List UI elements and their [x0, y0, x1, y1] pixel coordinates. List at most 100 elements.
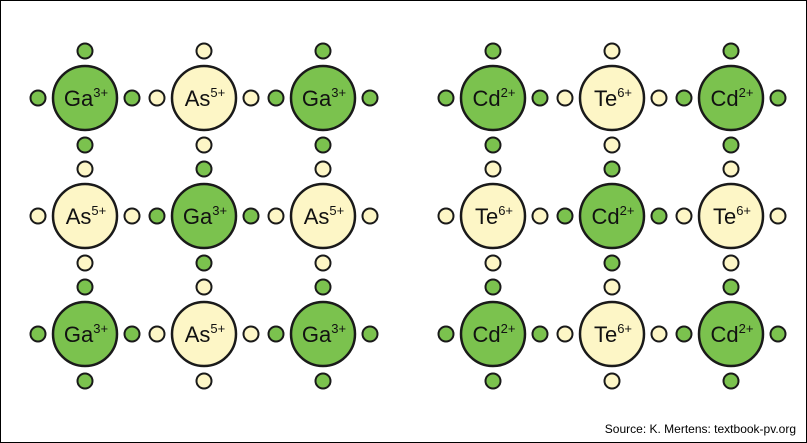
electron-dot	[603, 136, 621, 154]
ion-charge: 3+	[93, 85, 108, 100]
electron-dot	[603, 372, 621, 390]
ion-charge: 2+	[739, 85, 754, 100]
ion-symbol: As	[304, 204, 330, 229]
ion-symbol: Ga	[302, 86, 332, 111]
electron-dot	[29, 207, 47, 225]
cation-atom	[289, 64, 357, 132]
electron-dot	[361, 89, 379, 107]
cation-atom	[459, 64, 527, 132]
ion-charge: 3+	[331, 321, 346, 336]
electron-dot	[76, 254, 94, 272]
electron-dot	[484, 136, 502, 154]
ion-label: As5+	[185, 321, 226, 347]
cation-atom	[578, 182, 646, 250]
ion-symbol: Ga	[64, 86, 94, 111]
ion-symbol: Te	[594, 86, 617, 111]
electron-dot	[437, 325, 455, 343]
ion-symbol: Te	[475, 204, 498, 229]
cation-atom	[289, 300, 357, 368]
ion-symbol: Cd	[473, 86, 501, 111]
ion-charge: 5+	[329, 203, 344, 218]
electron-dot	[76, 372, 94, 390]
ion-label: Cd2+	[473, 85, 516, 111]
electron-dot	[195, 42, 213, 60]
electron-dot	[484, 278, 502, 296]
ion-label: Cd2+	[592, 203, 635, 229]
source-credit: Source: K. Mertens: textbook-pv.org	[604, 422, 796, 436]
electron-dot	[603, 278, 621, 296]
electron-dot	[675, 89, 693, 107]
ion-label: Cd2+	[473, 321, 516, 347]
anion-atom	[170, 300, 238, 368]
electron-dot	[675, 207, 693, 225]
ion-charge: 6+	[617, 85, 632, 100]
electron-dot	[123, 207, 141, 225]
electron-dot	[242, 325, 260, 343]
ion-charge: 2+	[620, 203, 635, 218]
ion-charge: 6+	[617, 321, 632, 336]
electron-dot	[195, 136, 213, 154]
ion-charge: 5+	[91, 203, 106, 218]
electron-dot	[314, 160, 332, 178]
electron-dot	[195, 160, 213, 178]
ion-charge: 3+	[93, 321, 108, 336]
electron-dot	[484, 254, 502, 272]
electron-dot	[195, 372, 213, 390]
electron-dot	[267, 89, 285, 107]
ion-symbol: As	[185, 86, 211, 111]
ion-symbol: As	[66, 204, 92, 229]
ion-label: Te6+	[713, 203, 751, 229]
electron-dot	[76, 160, 94, 178]
electron-dot	[722, 254, 740, 272]
cation-atom	[697, 64, 765, 132]
ion-symbol: Ga	[183, 204, 213, 229]
ion-label: Cd2+	[711, 321, 754, 347]
electron-dot	[531, 325, 549, 343]
ion-label: As5+	[304, 203, 345, 229]
electron-dot	[484, 372, 502, 390]
ion-label: Ga3+	[64, 85, 108, 111]
anion-atom	[459, 182, 527, 250]
electron-dot	[267, 207, 285, 225]
electron-dot	[484, 42, 502, 60]
ion-charge: 3+	[212, 203, 227, 218]
electron-dot	[531, 207, 549, 225]
electron-dot	[722, 160, 740, 178]
electron-dot	[148, 89, 166, 107]
ion-label: Ga3+	[302, 321, 346, 347]
electron-dot	[484, 160, 502, 178]
ion-charge: 5+	[210, 321, 225, 336]
electron-dot	[242, 207, 260, 225]
anion-atom	[697, 182, 765, 250]
ion-charge: 2+	[739, 321, 754, 336]
electron-dot	[242, 89, 260, 107]
ion-label: Te6+	[475, 203, 513, 229]
electron-dot	[603, 160, 621, 178]
electron-dot	[361, 325, 379, 343]
ion-charge: 6+	[498, 203, 513, 218]
electron-dot	[675, 325, 693, 343]
electron-dot	[722, 372, 740, 390]
electron-dot	[123, 89, 141, 107]
electron-dot	[437, 89, 455, 107]
cation-atom	[170, 182, 238, 250]
electron-dot	[722, 42, 740, 60]
electron-dot	[437, 207, 455, 225]
ion-charge: 6+	[736, 203, 751, 218]
electron-dot	[314, 136, 332, 154]
electron-dot	[556, 89, 574, 107]
electron-dot	[650, 325, 668, 343]
anion-atom	[289, 182, 357, 250]
ion-charge: 3+	[331, 85, 346, 100]
electron-dot	[29, 89, 47, 107]
electron-dot	[29, 325, 47, 343]
ion-charge: 5+	[210, 85, 225, 100]
ion-charge: 2+	[501, 321, 516, 336]
electron-dot	[148, 207, 166, 225]
electron-dot	[267, 325, 285, 343]
ion-symbol: Te	[594, 322, 617, 347]
electron-dot	[769, 89, 787, 107]
ion-label: Cd2+	[711, 85, 754, 111]
